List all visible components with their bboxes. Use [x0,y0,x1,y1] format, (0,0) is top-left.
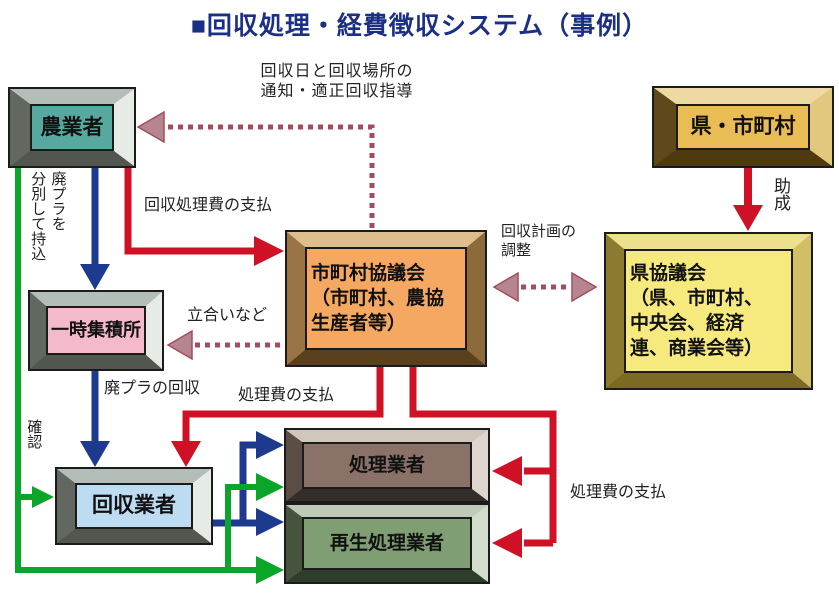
arrow-red-pref-to-pref-council [733,166,763,231]
label-processing-fee-left: 処理費の支払 [238,387,335,404]
box-municipal-council-line3: 生産者等） [311,313,407,335]
arrow-blue-farmer-to-depot [80,166,110,290]
box-recycling-agent-label: 再生処理業者 [302,517,472,570]
box-prefectural-council-line2: （県、市町村、 [630,287,764,309]
label-sorted-delivery: 廃プラを 分別して持込 [29,171,67,261]
arrow-dotted-council-to-depot [166,329,290,361]
arrow-red-farmer-to-muni-council [124,166,284,266]
label-plan-adjustment: 回収計画の 調整 [501,223,577,259]
label-subsidy: 助成 [770,177,790,211]
box-prefectural-council-line1: 県協議会 [630,262,707,284]
arrow-dotted-council-to-farmer [136,110,375,228]
box-farmer: 農業者 [8,87,136,168]
box-recycling-agent: 再生処理業者 [284,503,490,584]
box-processing-agent-label: 処理業者 [302,442,472,489]
box-prefecture-municipality: 県・市町村 [652,86,834,168]
box-collection-agent: 回収業者 [55,467,213,545]
label-processing-fee-right: 処理費の支払 [570,484,667,501]
page-title: ■回収処理・経費徴収システム（事例） [190,12,649,40]
box-municipal-council-line1: 市町村協議会 [311,262,426,284]
box-processing-agent: 処理業者 [284,428,490,503]
box-temporary-depot: 一時集積所 [28,290,164,371]
box-municipal-council-line2: （市町村、農協 [311,287,445,309]
arrow-red-council-to-collector [171,364,384,467]
box-collection-agent-label: 回収業者 [75,483,193,529]
label-collection-notice: 回収日と回収場所の 通知・適正回収指導 [260,63,414,100]
box-municipal-council: 市町村協議会 （市町村、農協 生産者等） [285,230,487,367]
label-confirmation: 確認 [25,419,43,449]
arrow-red-council-to-processors [409,364,557,558]
label-witnessing: 立合いなど [187,307,268,324]
box-prefecture-municipality-label: 県・市町村 [676,104,810,150]
box-prefectural-council: 県協議会 （県、市町村、 中央会、経済 連、商業会等） [604,232,813,390]
arrow-dotted-council-pref-council [492,271,598,303]
box-temporary-depot-label: 一時集積所 [46,306,146,355]
label-plastic-collection: 廃プラの回収 [104,380,201,397]
arrow-blue-depot-to-collector [80,370,110,467]
box-prefectural-council-line4: 連、商業会等） [630,338,764,360]
box-prefectural-council-line3: 中央会、経済 [630,313,745,334]
box-farmer-label: 農業者 [30,104,114,151]
label-collection-processing-fee: 回収処理費の支払 [144,197,273,214]
arrow-green-farmer-confirmation [15,166,284,584]
